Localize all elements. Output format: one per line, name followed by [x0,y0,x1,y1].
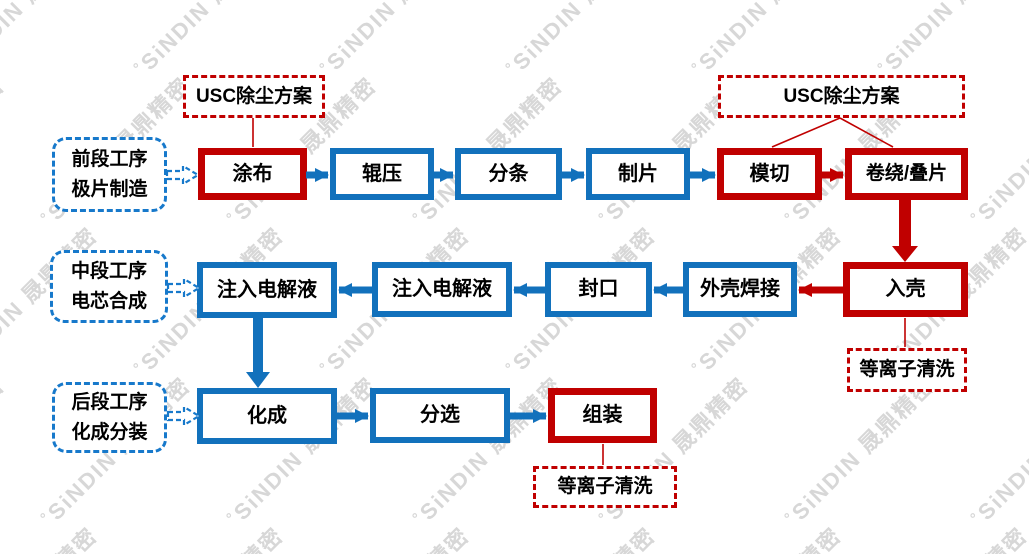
step-electrolyte-filling-2: 注入电解液 [372,262,512,317]
watermark-text: SiNDIN 晟鼎精密 [684,519,848,554]
watermark-text: SiNDIN 晟鼎精密 [0,369,11,533]
stage-label-line: 极片制造 [71,178,148,200]
watermark-text: SiNDIN 晟鼎精密 [126,519,290,554]
stage-label-middle-process: 中段工序 电芯合成 [50,250,168,323]
step-die-cutting: 模切 [717,148,822,200]
step-coating: 涂布 [198,148,307,200]
watermark-text: SiNDIN 晟鼎精密 [870,519,1029,554]
callout-plasma-cleaning-right: 等离子清洗 [847,348,967,392]
watermark-text: SiNDIN 晟鼎精密 [312,0,476,83]
step-winding-stacking: 卷绕/叠片 [845,148,968,200]
watermark-text: SiNDIN 晟鼎精密 [126,0,290,83]
step-electrolyte-filling-1: 注入电解液 [197,262,337,318]
step-sheet-making: 制片 [586,148,690,200]
step-slitting: 分条 [455,148,562,200]
stage-label-back-process: 后段工序 化成分装 [52,382,167,453]
stage-label-front-process: 前段工序 极片制造 [52,137,167,212]
callout-plasma-cleaning-bottom: 等离子清洗 [533,466,677,508]
step-sealing: 封口 [545,262,652,317]
stage-label-line: 电芯合成 [70,290,147,312]
stage-label-line: 前段工序 [71,149,148,171]
callout-usc-dust-removal-right: USC除尘方案 [718,75,965,118]
watermark-text: SiNDIN 晟鼎精密 [498,519,662,554]
step-case-insertion: 入壳 [843,262,968,317]
stage-label-line: 中段工序 [70,261,147,283]
watermark-text: SiNDIN 晟鼎精密 [0,0,104,83]
callout-usc-dust-removal-left: USC除尘方案 [183,75,325,118]
stage-label-line: 化成分装 [71,421,148,443]
watermark-text: SiNDIN 晟鼎精密 [0,69,11,233]
step-case-welding: 外壳焊接 [683,262,797,317]
stage-label-line: 后段工序 [71,392,148,414]
watermark-text: SiNDIN 晟鼎精密 [870,0,1029,83]
watermark-text: SiNDIN 晟鼎精密 [312,519,476,554]
watermark-text: SiNDIN 晟鼎精密 [684,0,848,83]
step-formation: 化成 [197,388,337,444]
watermark-text: SiNDIN 晟鼎精密 [963,69,1029,233]
watermark-text: SiNDIN 晟鼎精密 [963,369,1029,533]
step-assembly: 组装 [548,388,657,443]
step-sorting: 分选 [370,388,510,443]
watermark-text: SiNDIN 晟鼎精密 [498,0,662,83]
watermark-text: SiNDIN 晟鼎精密 [777,369,941,533]
step-roll-pressing: 辊压 [330,148,434,200]
